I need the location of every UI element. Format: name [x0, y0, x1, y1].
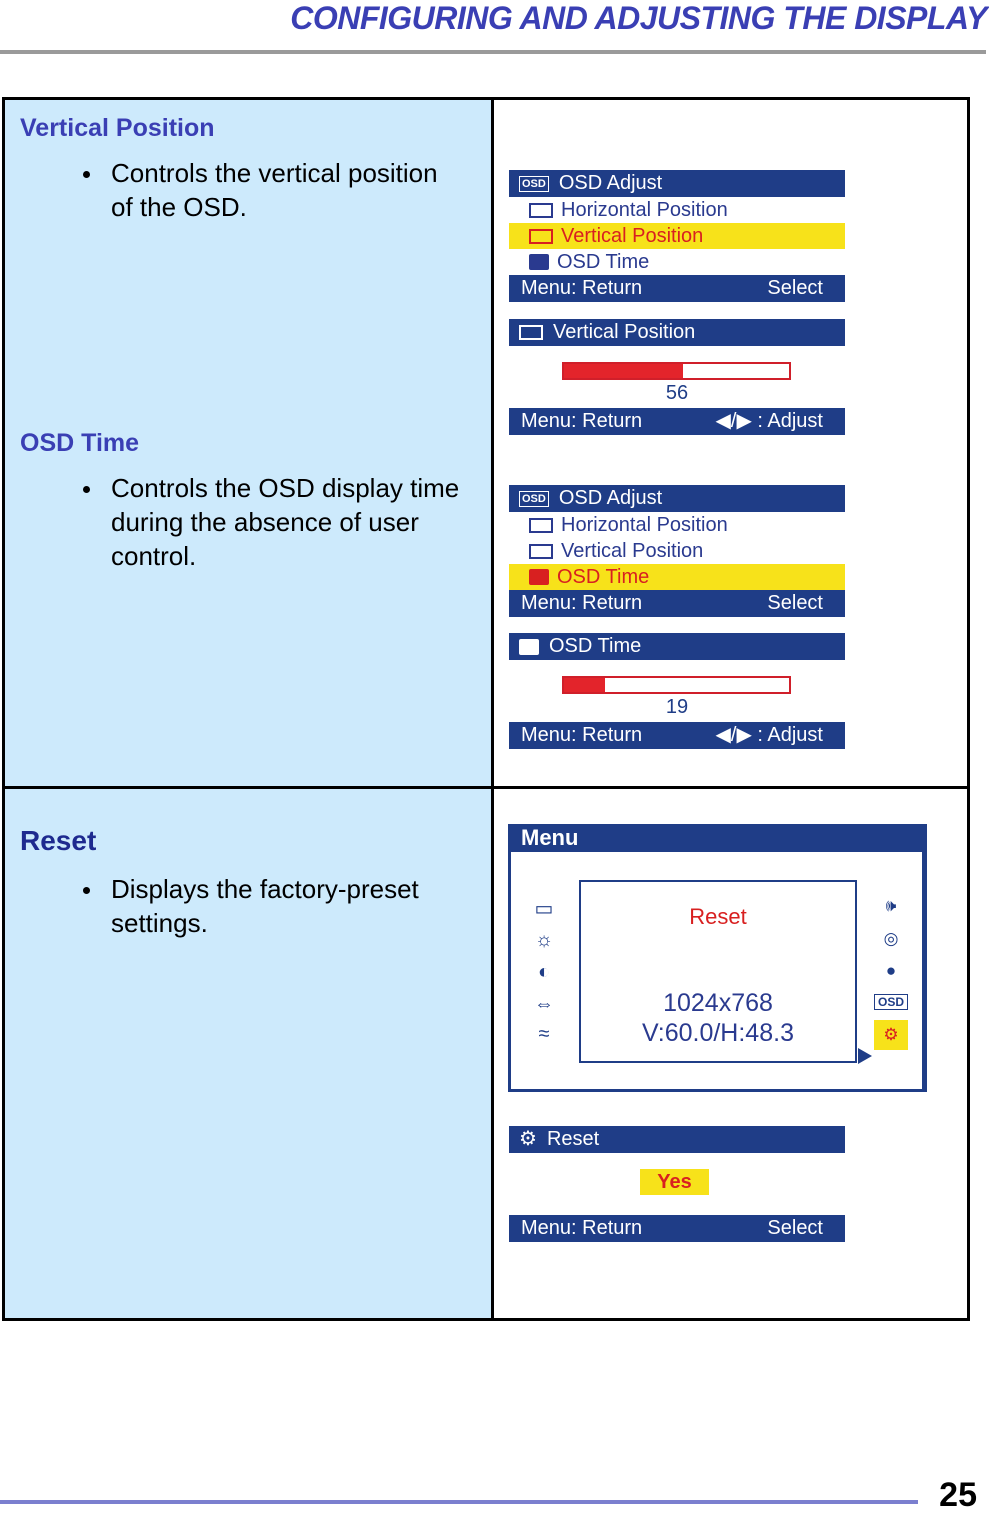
reset-icon: ⚙: [519, 1128, 537, 1150]
audio-icon: 🕪: [885, 896, 897, 915]
header-rule: [0, 50, 986, 54]
osd-icon: OSD: [519, 175, 549, 192]
slider-track: [562, 676, 791, 694]
color-icon: ◎: [883, 929, 899, 948]
text-cell-reset: Reset Displays the factory-preset settin…: [2, 786, 494, 1321]
osd-icon: OSD: [874, 994, 908, 1010]
phase-icon: ≈: [538, 1023, 550, 1045]
clock-icon: [529, 569, 549, 585]
reset-yes-option: Yes: [640, 1169, 709, 1195]
vertical-position-icon: [529, 543, 553, 559]
vertical-position-slider-panel: Vertical Position 56 Menu: Return◀/▶ : A…: [509, 319, 845, 435]
main-menu-panel: Menu ▭ ☼ ◐ ⇔ ≈ Reset 1024x768 V:60.0/H:4…: [508, 824, 927, 1092]
language-icon: ●: [885, 961, 897, 980]
settings-table: Vertical Position Controls the vertical …: [2, 97, 970, 1321]
vertical-position-icon: [519, 325, 543, 340]
reset-icon: ⚙: [874, 1020, 908, 1050]
osd-icon: OSD: [519, 490, 549, 507]
size-icon: ⇔: [534, 993, 554, 1015]
clock-icon: [519, 638, 539, 655]
osd-time-slider-panel: OSD Time 19 Menu: Return◀/▶ : Adjust: [509, 633, 845, 749]
slider-value: 19: [665, 696, 689, 718]
bullet-vertical-position: Controls the vertical position of the OS…: [83, 156, 463, 224]
selection-arrow-icon: [858, 1048, 872, 1064]
slider-value: 56: [665, 382, 689, 404]
brightness-icon: ☼: [534, 929, 554, 951]
heading-reset: Reset: [20, 825, 97, 856]
heading-osd-time: OSD Time: [20, 429, 140, 457]
bullet-reset: Displays the factory-preset settings.: [83, 872, 463, 940]
page-number: 25: [939, 1476, 977, 1514]
heading-vertical-position: Vertical Position: [20, 114, 215, 142]
footer-rule: [0, 1500, 918, 1504]
horizontal-position-icon: [529, 517, 553, 533]
slider-fill: [564, 364, 684, 378]
bullet-dot: [83, 171, 90, 178]
text-cell-osd: Vertical Position Controls the vertical …: [2, 97, 494, 789]
bullet-dot: [83, 887, 90, 894]
clock-icon: [529, 254, 549, 270]
picture-icon: ▭: [534, 898, 554, 920]
vertical-position-icon: [529, 228, 553, 244]
page-header-title: CONFIGURING AND ADJUSTING THE DISPLAY: [290, 0, 987, 36]
slider-track: [562, 362, 791, 380]
horizontal-position-icon: [529, 202, 553, 218]
menu-screen-preview: Reset 1024x768 V:60.0/H:48.3: [579, 880, 857, 1063]
bullet-dot: [83, 486, 90, 493]
contrast-icon: ◐: [537, 961, 551, 983]
slider-fill: [564, 678, 605, 692]
bullet-osd-time: Controls the OSD display time during the…: [83, 471, 463, 573]
image-cell-reset: Menu ▭ ☼ ◐ ⇔ ≈ Reset 1024x768 V:60.0/H:4…: [491, 786, 970, 1321]
menu-title: Menu: [521, 825, 579, 850]
